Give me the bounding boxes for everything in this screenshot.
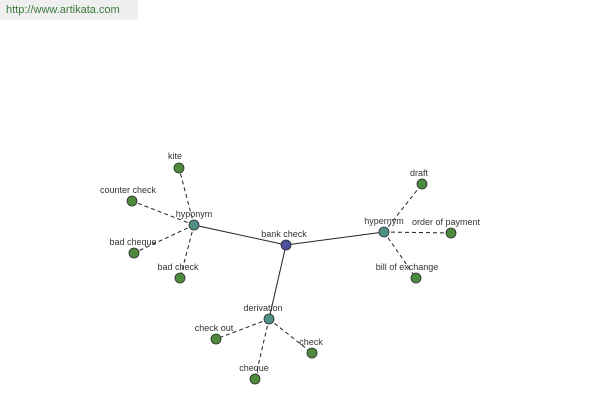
label-bill-of-exchange[interactable]: bill of exchange (376, 262, 439, 272)
edge-hypernym-bill-of-exchange (383, 231, 417, 279)
node-check[interactable] (306, 347, 318, 359)
node-bad-cheque[interactable] (128, 247, 140, 259)
edge-derivation-check-out (215, 318, 270, 340)
label-cheque[interactable]: cheque (239, 363, 269, 373)
label-order-of-payment[interactable]: order of payment (412, 217, 481, 227)
site-url[interactable]: http://www.artikata.com (0, 0, 138, 20)
node-check-out[interactable] (210, 333, 222, 345)
node-bill-of-exchange[interactable] (410, 272, 422, 284)
node-cheque[interactable] (249, 373, 261, 385)
label-check-out[interactable]: check out (195, 323, 234, 333)
node-bad-check[interactable] (174, 272, 186, 284)
label-kite[interactable]: kite (168, 151, 182, 161)
node-draft[interactable] (416, 178, 428, 190)
node-order-of-payment[interactable] (445, 227, 457, 239)
label-center[interactable]: bank check (261, 229, 307, 239)
edge-hypernym-draft (383, 183, 423, 233)
edge-hyponym-bad-check (179, 224, 195, 279)
node-center[interactable] (280, 239, 292, 251)
edge-hypernym-order-of-payment (383, 231, 452, 234)
edge-derivation-check (268, 318, 313, 354)
node-derivation[interactable] (263, 313, 275, 325)
label-bad-cheque[interactable]: bad cheque (109, 237, 156, 247)
label-counter-check[interactable]: counter check (100, 185, 157, 195)
node-counter-check[interactable] (126, 195, 138, 207)
edge-derivation-cheque (254, 318, 270, 380)
label-check[interactable]: check (299, 337, 323, 347)
edge-center-hypernym (285, 231, 385, 246)
label-bad-check[interactable]: bad check (157, 262, 199, 272)
label-hyponym[interactable]: hyponym (176, 209, 213, 219)
node-kite[interactable] (173, 162, 185, 174)
label-hypernym[interactable]: hypernym (364, 216, 404, 226)
node-hyponym[interactable] (188, 219, 200, 231)
edge-center-hyponym (193, 224, 287, 246)
node-hypernym[interactable] (378, 226, 390, 238)
edge-hyponym-kite (178, 167, 195, 226)
label-derivation[interactable]: derivation (243, 303, 282, 313)
edge-center-derivation (268, 244, 287, 320)
label-draft[interactable]: draft (410, 168, 429, 178)
